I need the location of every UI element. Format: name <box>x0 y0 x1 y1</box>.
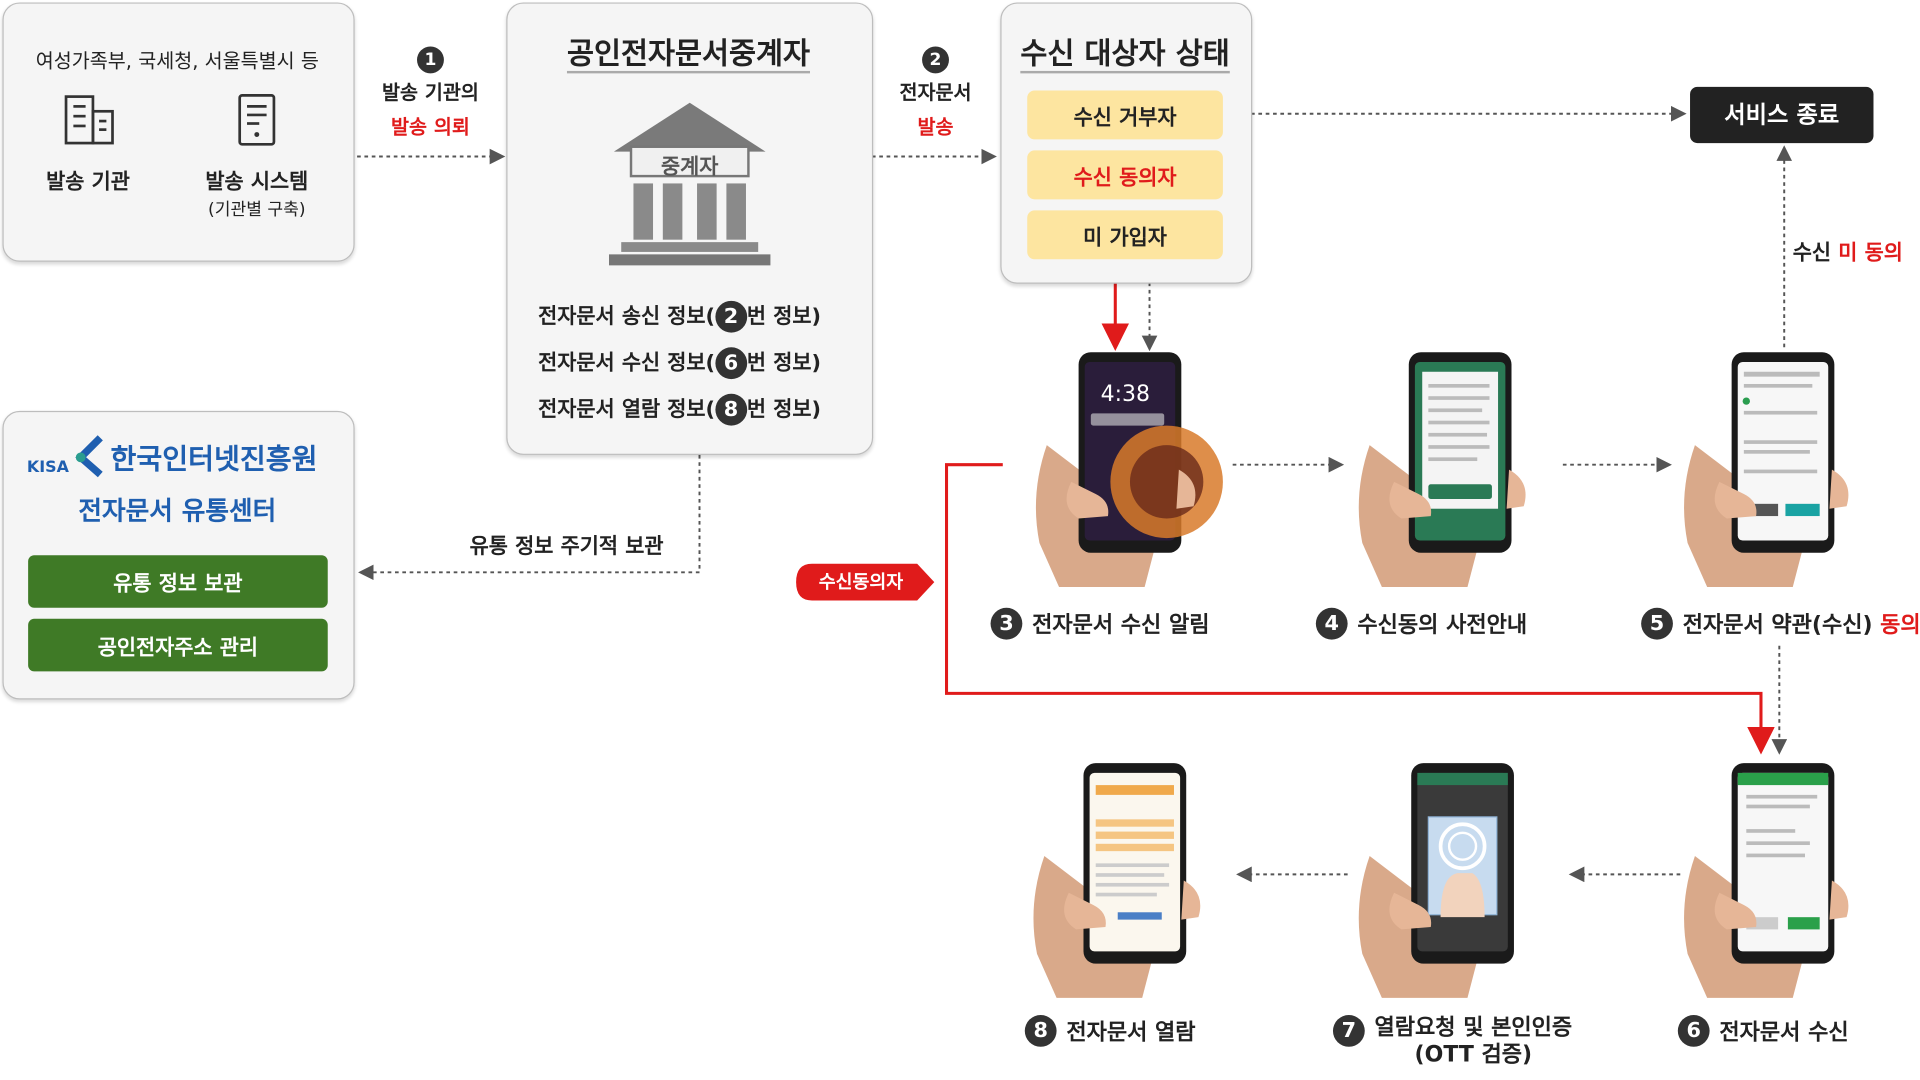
step7-number: 7 <box>1333 1015 1365 1047</box>
no-consent-red: 미 동의 <box>1838 241 1903 265</box>
step5-number: 5 <box>1641 608 1673 640</box>
flow1-number: 1 <box>417 46 444 73</box>
broker-info-3-post: 번 정보) <box>747 397 821 421</box>
broker-info-2-pre: 전자문서 수신 정보( <box>538 351 715 375</box>
flow2-number: 2 <box>922 46 949 73</box>
hand-phone-illustration <box>1020 758 1216 998</box>
step7-text: 열람요청 및 본인인증 <box>1375 1015 1573 1041</box>
sender-orgs: 여성가족부, 국세청, 서울특별시 등 <box>2 44 352 73</box>
store-info-button: 유통 정보 보관 <box>28 555 328 608</box>
step8-number: 8 <box>1025 1015 1057 1047</box>
broker-info-3-pre: 전자문서 열람 정보( <box>538 397 715 421</box>
kisa-logo-text: KISA <box>27 459 69 477</box>
storage-label: 유통 정보 주기적 보관 <box>470 528 664 559</box>
hand-phone-illustration <box>1670 347 1866 587</box>
flow1-line2: 발송 의뢰 <box>391 115 470 138</box>
consenter-pill: 수신 동의자 <box>1027 150 1223 199</box>
kisa-center-label: 전자문서 유통센터 <box>2 492 352 529</box>
flow2-label: 2 전자문서 발송 <box>878 42 993 145</box>
step6-label: 6 전자문서 수신 <box>1678 1015 1849 1047</box>
sender-org-label: 발송 기관 <box>15 164 162 195</box>
step3-number: 3 <box>991 608 1023 640</box>
kisa-chevron-icon <box>74 435 106 477</box>
no-consent-pre: 수신 <box>1793 241 1838 265</box>
broker-info-1-pre: 전자문서 송신 정보( <box>538 305 715 329</box>
flow1-line1: 발송 기관의 <box>382 81 479 104</box>
refuser-pill: 수신 거부자 <box>1027 90 1223 139</box>
phone-notification: 4:38 <box>1022 347 1218 587</box>
step8-label: 8 전자문서 열람 <box>1025 1015 1196 1047</box>
address-manage-button: 공인전자주소 관리 <box>28 619 328 672</box>
flow2-line1: 전자문서 <box>900 81 972 104</box>
kisa-logo: KISA 한국인터넷진흥원 <box>27 435 318 477</box>
kisa-org-name: 한국인터넷진흥원 <box>110 435 317 477</box>
broker-info-1-post: 번 정보) <box>747 305 821 329</box>
sender-system-sub: (기관별 구축) <box>183 197 330 221</box>
phone-preguide <box>1345 347 1541 587</box>
building-icon <box>61 92 117 148</box>
sender-system-label: 발송 시스템 <box>183 164 330 195</box>
step4-number: 4 <box>1316 608 1348 640</box>
phone-view <box>1020 758 1216 998</box>
phone3-time: 4:38 <box>1101 382 1150 408</box>
document-server-icon <box>232 92 281 148</box>
step5-label: 5 전자문서 약관(수신) 동의 <box>1641 608 1920 640</box>
hand-phone-illustration <box>1670 758 1866 998</box>
consenter-tag: 수신동의자 <box>795 569 927 595</box>
step3-text: 전자문서 수신 알림 <box>1032 608 1209 640</box>
broker-info-3-num: 8 <box>715 394 747 426</box>
broker-title: 공인전자문서중계자 <box>506 29 870 72</box>
step4-text: 수신동의 사전안내 <box>1357 608 1527 640</box>
flow2-line2: 발송 <box>917 115 953 138</box>
step7-sub: (OTT 검증) <box>1415 1042 1533 1068</box>
service-end-box: 서비스 종료 <box>1690 87 1873 143</box>
bank-building-icon <box>604 98 775 269</box>
nonmember-pill: 미 가입자 <box>1027 210 1223 259</box>
no-consent-label: 수신 미 동의 <box>1793 235 1903 266</box>
step3-label: 3 전자문서 수신 알림 <box>991 608 1210 640</box>
step5-red: 동의 <box>1880 613 1920 639</box>
flow1-label: 1 발송 기관의 발송 의뢰 <box>364 42 496 145</box>
phone-receive <box>1670 758 1866 998</box>
step6-number: 6 <box>1678 1015 1710 1047</box>
step6-text: 전자문서 수신 <box>1719 1015 1848 1047</box>
broker-info-1-num: 2 <box>715 301 747 333</box>
hand-phone-illustration <box>1345 758 1541 998</box>
step7-label: 7 열람요청 및 본인인증(OTT 검증) <box>1333 1015 1572 1069</box>
broker-info-2-post: 번 정보) <box>747 351 821 375</box>
step4-label: 4 수신동의 사전안내 <box>1316 608 1527 640</box>
step8-text: 전자문서 열람 <box>1066 1015 1195 1047</box>
broker-info-2-num: 6 <box>715 347 747 379</box>
hand-phone-illustration <box>1345 347 1541 587</box>
sender-box <box>2 2 354 261</box>
step5-text: 전자문서 약관(수신) <box>1683 613 1880 639</box>
phone-auth <box>1345 758 1541 998</box>
recipient-title: 수신 대상자 상태 <box>1000 29 1249 72</box>
broker-sign: 중계자 <box>631 149 748 180</box>
phone-terms <box>1670 347 1866 587</box>
